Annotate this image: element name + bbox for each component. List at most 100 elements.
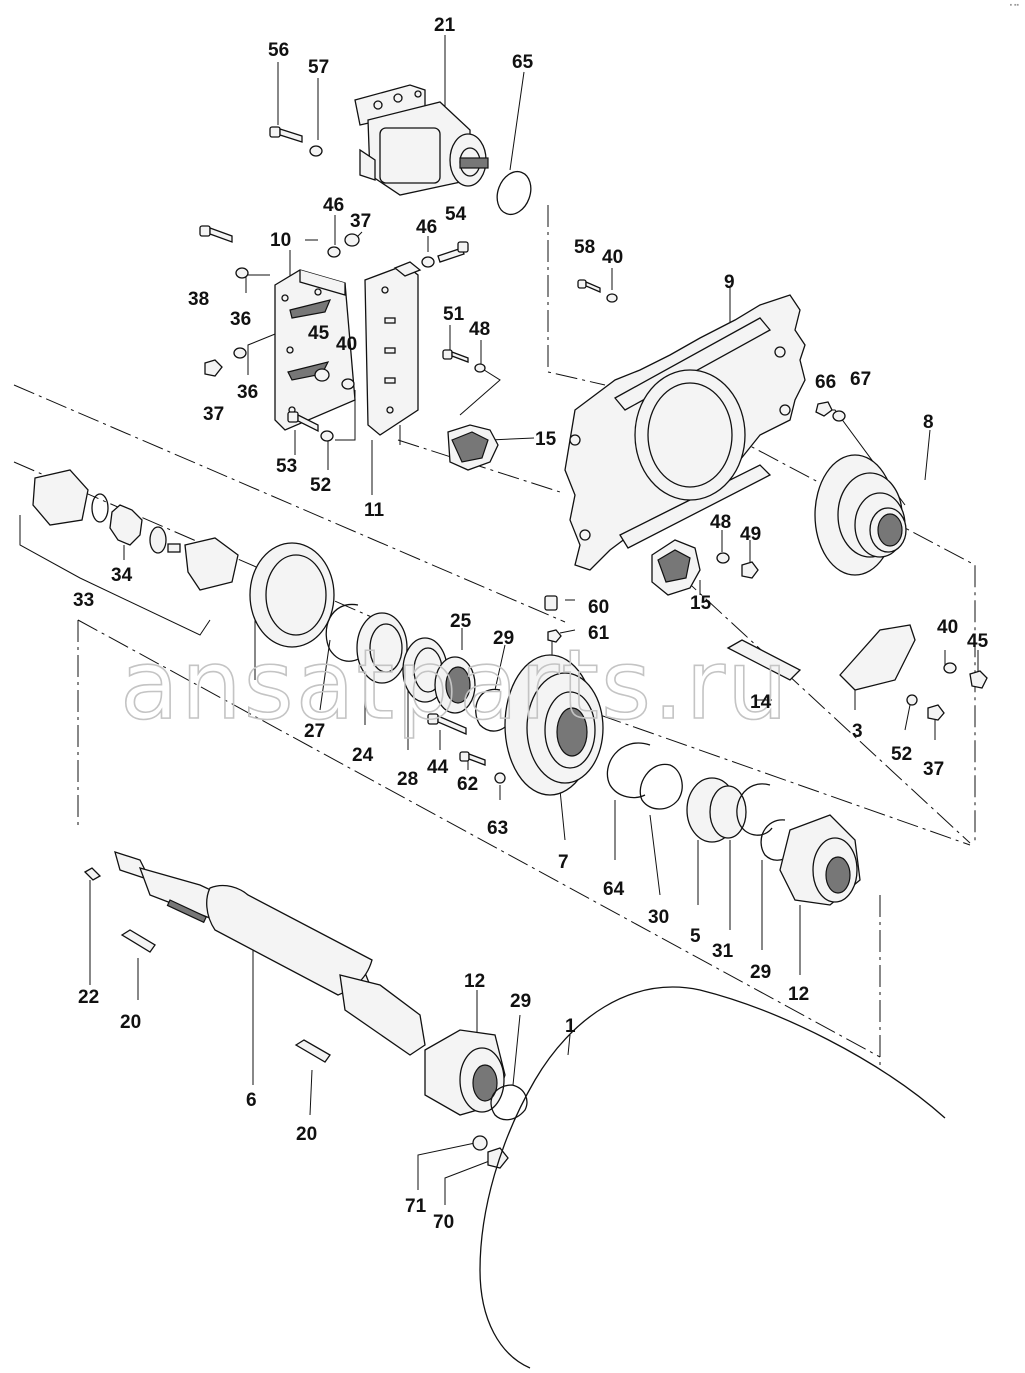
- pin-14: [726, 639, 802, 681]
- key-20a: [120, 929, 156, 953]
- bearing-12-right: [779, 814, 861, 906]
- rubber-mount-15a: [447, 424, 499, 471]
- label-52b: 52: [891, 744, 912, 765]
- assembly-centerlines: [13, 205, 976, 1065]
- rubber-mount-15b: [651, 539, 701, 596]
- bearing-5: [686, 777, 747, 843]
- label-12b: 12: [788, 984, 809, 1005]
- pin-22: [83, 867, 102, 881]
- label-27: 27: [304, 721, 325, 742]
- label-30: 30: [648, 907, 669, 928]
- label-33: 33: [73, 590, 94, 611]
- fitting-71: [472, 1135, 488, 1151]
- label-25: 25: [450, 611, 472, 632]
- bracket-11: [364, 261, 422, 436]
- label-7: 7: [558, 852, 569, 873]
- bearing-25: [434, 656, 476, 714]
- label-37b: 37: [203, 404, 224, 425]
- plate-3: [839, 624, 916, 691]
- label-54: 54: [445, 204, 467, 225]
- label-10: 10: [270, 230, 291, 251]
- label-37a: 37: [350, 211, 371, 232]
- label-24: 24: [352, 745, 374, 766]
- washer-57: [309, 145, 323, 157]
- label-46b: 46: [416, 217, 437, 238]
- label-51: 51: [443, 304, 465, 325]
- label-48b: 48: [710, 512, 731, 533]
- label-46a: 46: [323, 195, 344, 216]
- label-45b: 45: [967, 631, 989, 652]
- label-57: 57: [308, 57, 329, 78]
- flange-8: [814, 454, 907, 576]
- label-21: 21: [434, 15, 456, 36]
- label-71: 71: [405, 1196, 427, 1217]
- o-ring-65: [496, 170, 532, 216]
- label-15a: 15: [535, 429, 557, 450]
- label-52a: 52: [310, 475, 331, 496]
- label-29c: 29: [510, 991, 531, 1012]
- label-31: 31: [712, 941, 734, 962]
- snap-ring-64: [606, 742, 651, 799]
- label-67: 67: [850, 369, 871, 390]
- snap-ring-30: [639, 763, 683, 810]
- label-40b: 40: [336, 334, 357, 355]
- bolt-44: [427, 713, 467, 735]
- leader-lines: [19, 35, 979, 1205]
- label-20b: 20: [296, 1124, 317, 1145]
- seal-26: [249, 542, 335, 648]
- label-70: 70: [433, 1212, 454, 1233]
- label-56: 56: [268, 40, 289, 61]
- hydraulic-motor: [354, 84, 489, 196]
- label-11: 11: [364, 500, 385, 521]
- drum-1: [479, 986, 946, 1369]
- washer-48b: [716, 552, 730, 564]
- bolt-62: [459, 751, 486, 766]
- watermark: ansatparts.ru: [120, 629, 790, 741]
- label-3: 3: [852, 721, 863, 742]
- label-6: 6: [246, 1090, 257, 1111]
- screw-60: [544, 595, 558, 611]
- label-48a: 48: [469, 319, 490, 340]
- bearing-24: [356, 612, 408, 684]
- label-29a: 29: [493, 628, 514, 649]
- label-28: 28: [397, 769, 418, 790]
- label-66: 66: [815, 372, 836, 393]
- snap-ring-29c: [490, 1084, 528, 1121]
- nut-45b: [969, 670, 988, 689]
- label-53: 53: [276, 456, 297, 477]
- label-34: 34: [111, 565, 133, 586]
- frame-plate-9: [564, 294, 806, 571]
- hardware-cluster: [199, 225, 846, 442]
- snap-ring-29a: [475, 688, 511, 732]
- label-45a: 45: [308, 323, 330, 344]
- label-40a: 40: [602, 247, 623, 268]
- washer-52b: [906, 694, 918, 706]
- label-36a: 36: [230, 309, 251, 330]
- bearing-12-lower: [424, 1029, 506, 1116]
- label-22: 22: [78, 987, 99, 1008]
- label-63: 63: [487, 818, 508, 839]
- label-15b: 15: [690, 593, 712, 614]
- fitting-70: [487, 1147, 509, 1169]
- coupling-assembly: [32, 469, 239, 591]
- washer-63: [494, 772, 506, 784]
- label-9: 9: [724, 272, 735, 293]
- washer-40c: [943, 662, 957, 674]
- label-14: 14: [750, 692, 772, 713]
- label-44: 44: [427, 757, 449, 778]
- label-29b: 29: [750, 962, 771, 983]
- label-61: 61: [588, 623, 610, 644]
- drive-shaft-6: [114, 851, 426, 1056]
- label-60: 60: [588, 597, 609, 618]
- label-37c: 37: [923, 759, 944, 780]
- label-8: 8: [923, 412, 934, 433]
- label-58: 58: [574, 237, 595, 258]
- nut-49: [741, 561, 759, 579]
- label-1: 1: [565, 1016, 576, 1037]
- label-38: 38: [188, 289, 209, 310]
- nut-61: [547, 629, 562, 643]
- corner-mark: ▪ ▪▪: [1009, 2, 1019, 9]
- label-65: 65: [512, 52, 534, 73]
- label-40c: 40: [937, 617, 958, 638]
